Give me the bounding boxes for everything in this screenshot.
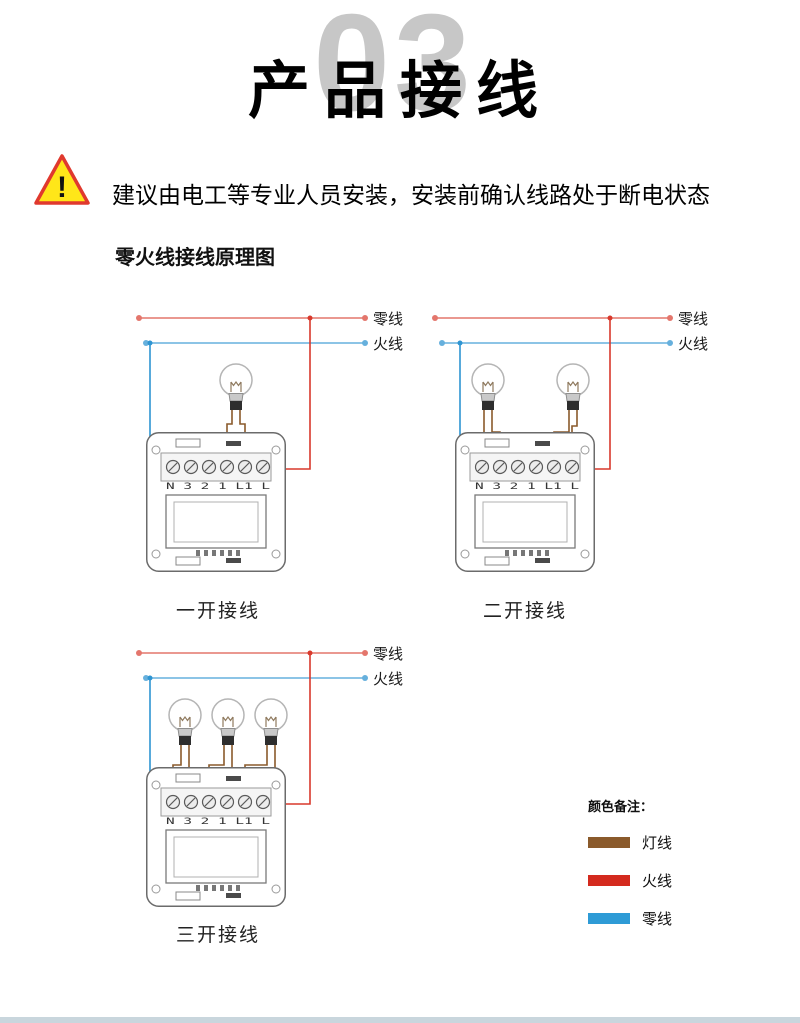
warning-exclamation: !	[57, 171, 67, 204]
terminal-labels: N 3 2 1 L1 L	[166, 817, 270, 827]
diagram-section-subtitle: 零火线接线原理图	[115, 247, 275, 269]
lamp-bulb-icon	[211, 698, 245, 746]
caption-one-gang: 一开接线	[175, 601, 260, 622]
diagram-two-gang: 零线 火线 N 3 2 1 L1 L	[432, 311, 708, 572]
legend-item-label: 零线	[642, 911, 673, 928]
warning-icon: !	[34, 154, 90, 205]
neutral-bus-label: 零线	[373, 311, 403, 328]
neutral-bus-line	[136, 315, 368, 321]
legend-title: 颜色备注：	[588, 799, 654, 814]
lamp-wire-swatch	[588, 837, 630, 848]
page-title: 产品接线	[247, 57, 552, 126]
diagram-three-gang: 零线 火线 N 3 2 1 L1 L	[136, 646, 403, 907]
live-bus-line	[439, 340, 673, 346]
legend-item-label: 火线	[642, 873, 673, 890]
legend-item: 火线	[588, 870, 672, 891]
caption-three-gang: 三开接线	[175, 925, 260, 946]
terminal-labels: N 3 2 1 L1 L	[475, 482, 579, 492]
live-bus-line	[143, 340, 368, 346]
neutral-bus-label: 零线	[678, 311, 708, 328]
diagram-one-gang: 零线 火线 N 3 2 1 L1 L	[136, 311, 403, 572]
bottom-edge-strip	[0, 1017, 800, 1023]
lamp-bulb-icon	[168, 698, 202, 746]
switch-plate-icon	[455, 432, 595, 572]
switch-plate-icon	[146, 767, 286, 907]
switch-plate-icon	[146, 432, 286, 572]
legend-item: 零线	[588, 908, 672, 929]
neutral-bus-label: 零线	[373, 646, 403, 663]
lamp-bulb-icon	[219, 363, 253, 411]
terminal-labels: N 3 2 1 L1 L	[166, 482, 270, 492]
caption-two-gang: 二开接线	[482, 601, 567, 622]
live-bus-line	[143, 675, 368, 681]
section-number: 03	[313, 0, 475, 140]
live-wire-swatch	[588, 875, 630, 886]
lamp-bulb-icon	[556, 363, 590, 411]
lamp-bulb-icon	[471, 363, 505, 411]
neutral-bus-line	[136, 650, 368, 656]
neutral-bus-line	[432, 315, 673, 321]
legend-item: 灯线	[588, 832, 672, 853]
lamp-bulb-icon	[254, 698, 288, 746]
warning-text: 建议由电工等专业人员安装，安装前确认线路处于断电状态	[112, 182, 710, 208]
color-legend: 颜色备注： 灯线 火线 零线	[588, 796, 672, 929]
legend-item-label: 灯线	[642, 835, 673, 852]
live-bus-label: 火线	[373, 336, 403, 353]
live-bus-label: 火线	[373, 671, 403, 688]
neutral-wire-swatch	[588, 913, 630, 924]
live-bus-label: 火线	[678, 336, 708, 353]
